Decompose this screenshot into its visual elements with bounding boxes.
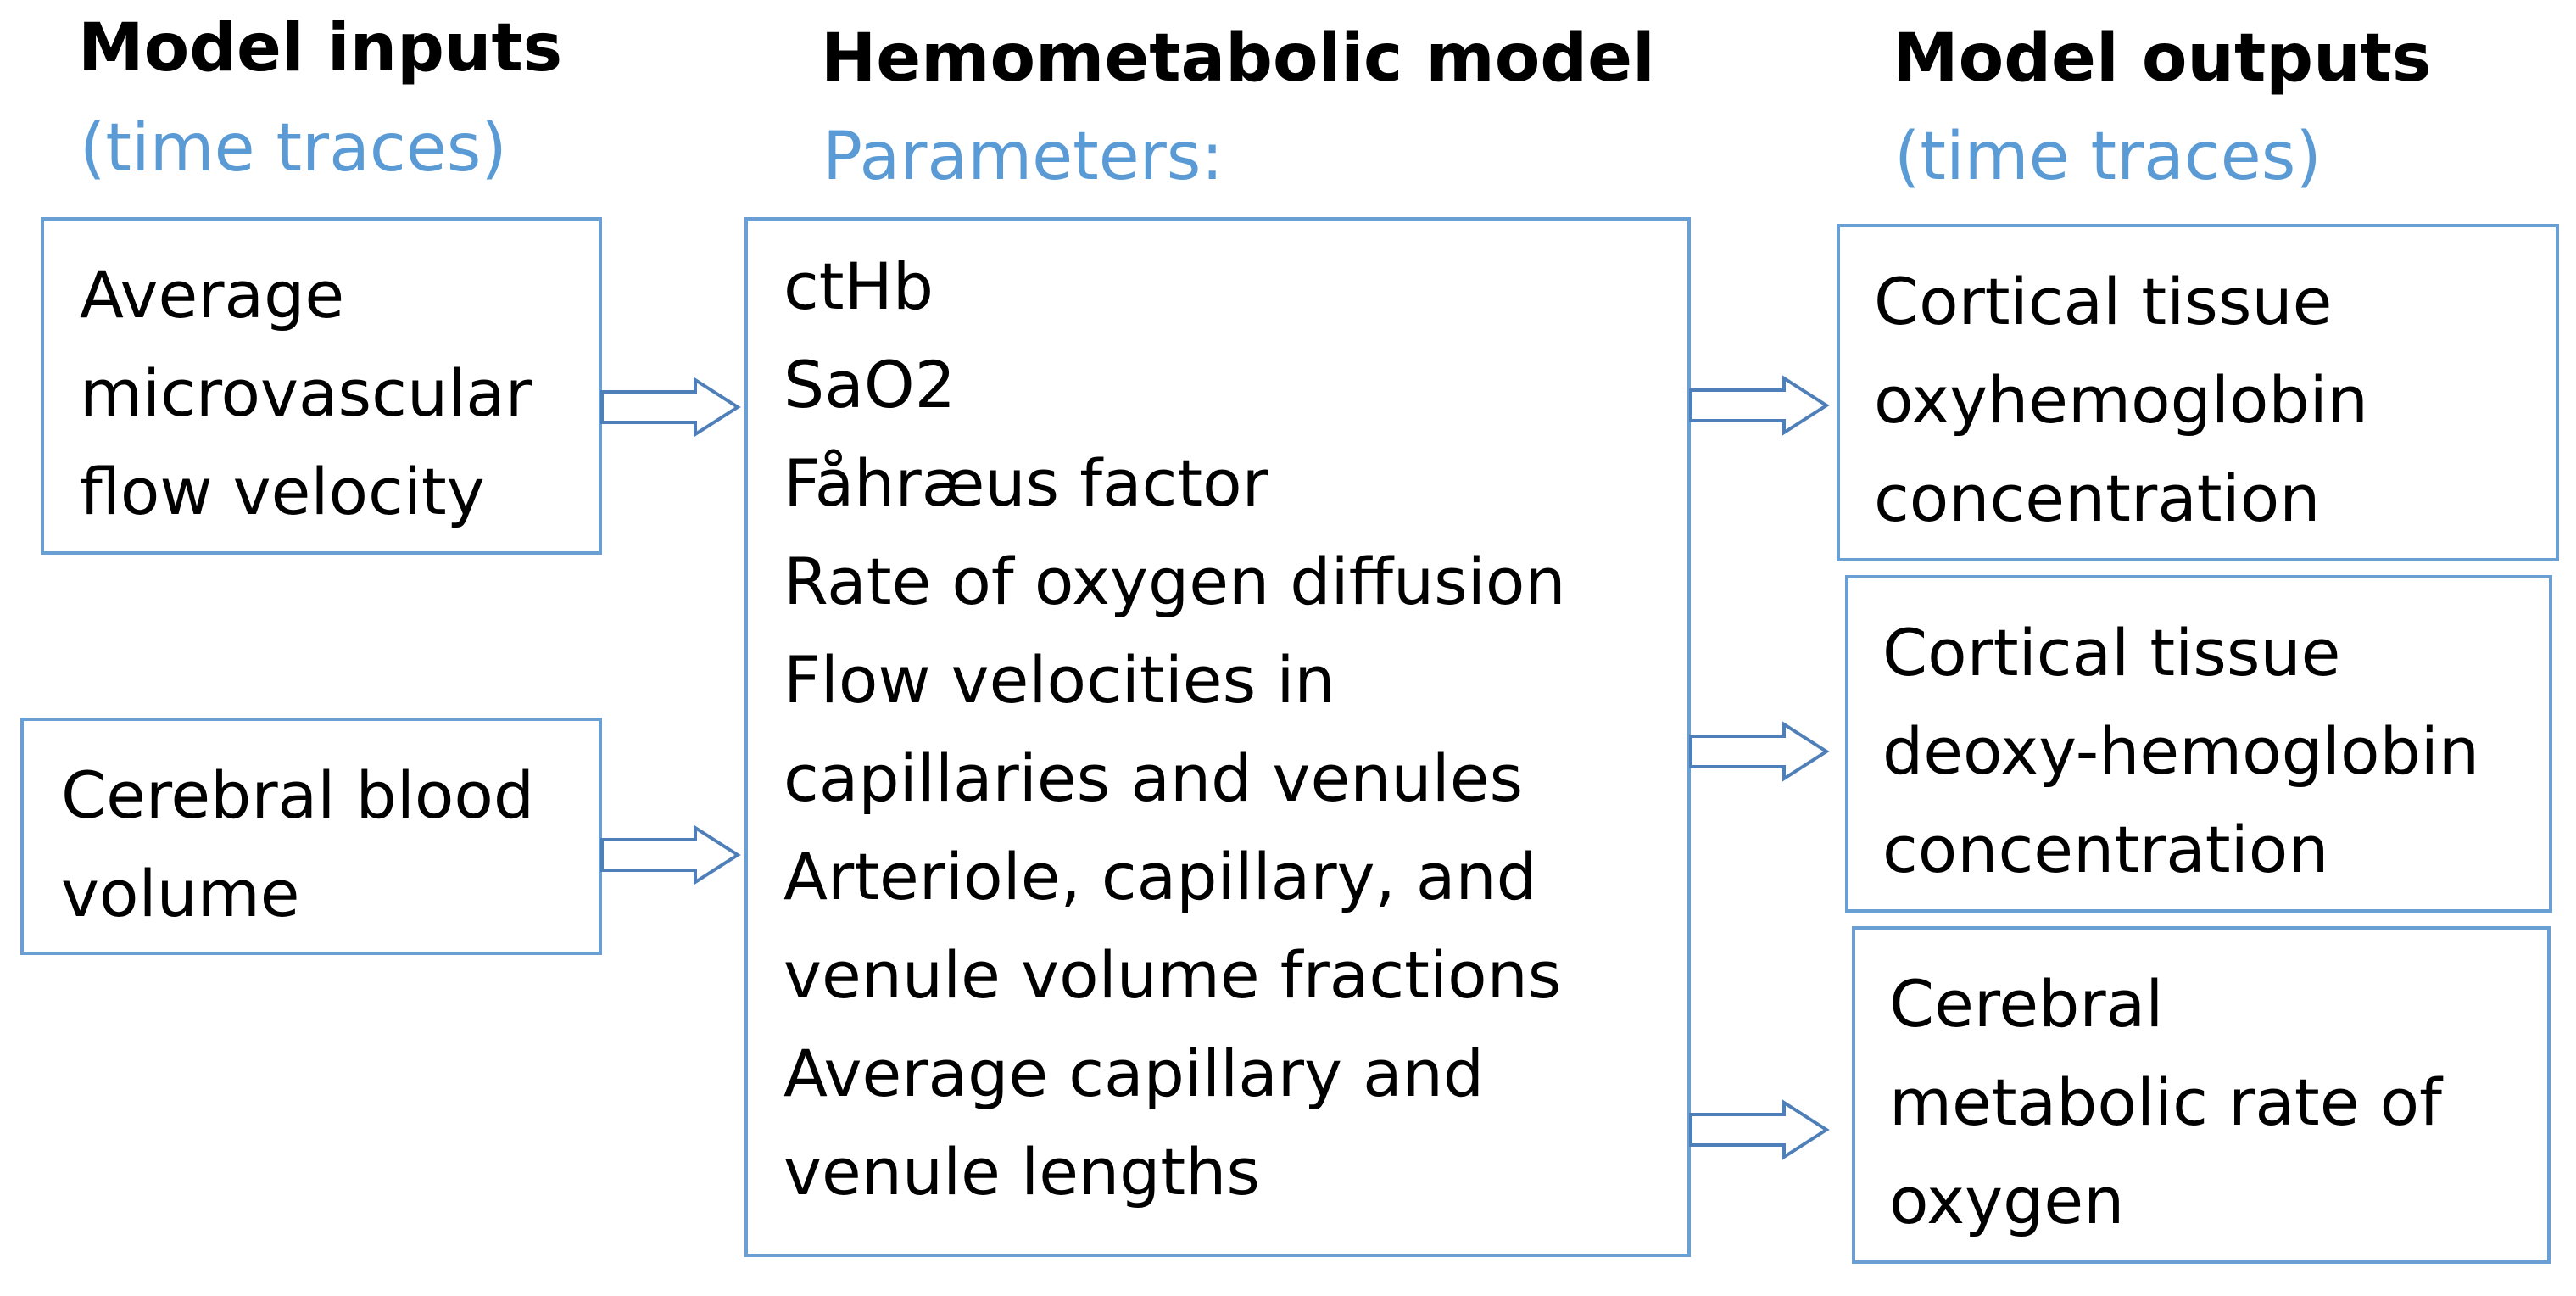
box-line: Average xyxy=(80,257,345,332)
input-box-blood-volume: Cerebral blood volume xyxy=(20,718,602,955)
arrow-model-to-cmro2-icon xyxy=(1689,1099,1830,1160)
input-box-flow-velocity: Average microvascular flow velocity xyxy=(41,217,602,555)
outputs-title: Model outputs xyxy=(1893,20,2432,97)
inputs-title: Model inputs xyxy=(78,10,563,87)
arrow-model-to-deoxy-icon xyxy=(1689,721,1830,782)
arrow-model-to-oxy-icon xyxy=(1689,375,1830,436)
parameter-item: Arteriole, capillary, and xyxy=(783,839,1537,914)
box-line: Cortical tissue xyxy=(1882,615,2341,690)
box-line: Cortical tissue xyxy=(1874,264,2333,339)
box-line: volume xyxy=(61,856,300,931)
arrow-flow-to-model-icon xyxy=(600,377,741,438)
model-parameters-box: ctHb SaO2 Fåhræus factor Rate of oxygen … xyxy=(744,217,1691,1257)
box-line: Cerebral blood xyxy=(61,757,535,833)
output-box-text: Cortical tissue deoxy-hemoglobin concent… xyxy=(1882,604,2549,899)
parameter-item: Flow velocities in xyxy=(783,642,1335,718)
parameter-item: Fåhræus factor xyxy=(783,445,1268,521)
input-box-text: Cerebral blood volume xyxy=(61,746,599,943)
box-line: flow velocity xyxy=(80,454,485,529)
parameter-item: venule volume fractions xyxy=(783,937,1562,1013)
outputs-subtitle: (time traces) xyxy=(1894,119,2322,195)
inputs-subtitle: (time traces) xyxy=(80,110,507,187)
model-parameters-list: ctHb SaO2 Fåhræus factor Rate of oxygen … xyxy=(783,237,1687,1221)
parameter-item: capillaries and venules xyxy=(783,740,1524,816)
arrow-volume-to-model-icon xyxy=(600,824,741,885)
output-box-deoxyhemoglobin: Cortical tissue deoxy-hemoglobin concent… xyxy=(1845,575,2552,913)
parameter-item: Average capillary and xyxy=(783,1036,1485,1111)
parameter-item: ctHb xyxy=(783,249,934,324)
input-box-text: Average microvascular flow velocity xyxy=(80,246,599,541)
box-line: microvascular xyxy=(80,355,532,431)
parameter-item: Rate of oxygen diffusion xyxy=(783,544,1566,619)
box-line: oxygen xyxy=(1889,1163,2125,1238)
parameter-item: SaO2 xyxy=(783,347,956,422)
output-box-text: Cerebral metabolic rate of oxygen xyxy=(1889,955,2547,1250)
parameter-item: venule lengths xyxy=(783,1134,1260,1209)
output-box-metabolic-rate: Cerebral metabolic rate of oxygen xyxy=(1852,926,2551,1264)
box-line: concentration xyxy=(1874,461,2321,536)
box-line: metabolic rate of xyxy=(1889,1064,2442,1140)
box-line: oxyhemoglobin xyxy=(1874,362,2368,438)
model-subtitle: Parameters: xyxy=(822,119,1224,195)
output-box-oxyhemoglobin: Cortical tissue oxyhemoglobin concentrat… xyxy=(1837,224,2559,561)
model-title: Hemometabolic model xyxy=(821,20,1655,97)
box-line: deoxy-hemoglobin xyxy=(1882,713,2480,789)
box-line: concentration xyxy=(1882,812,2329,887)
box-line: Cerebral xyxy=(1889,966,2164,1042)
output-box-text: Cortical tissue oxyhemoglobin concentrat… xyxy=(1874,253,2556,548)
